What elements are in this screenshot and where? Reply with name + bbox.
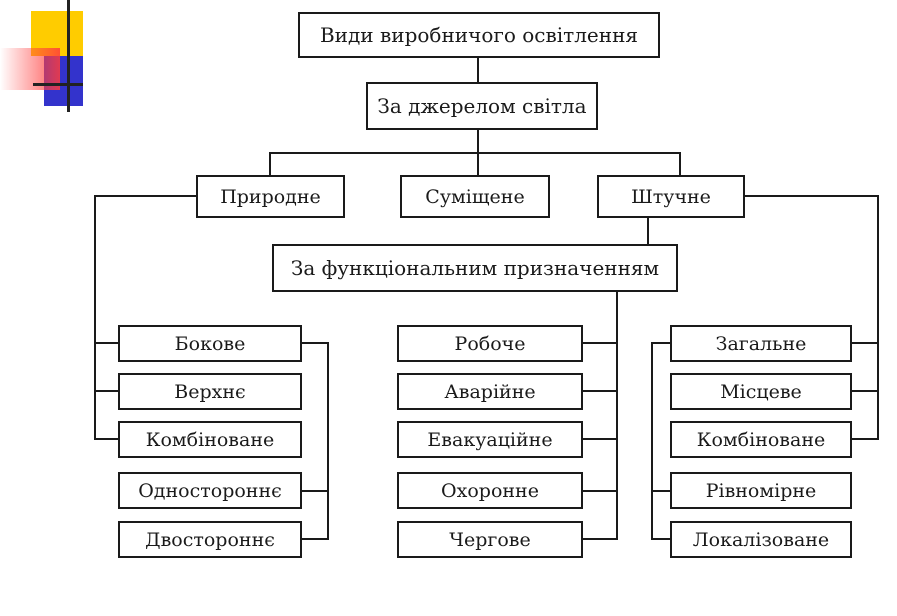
artificial-type-node: Локалізоване (670, 521, 852, 558)
source-criterion-node: За джерелом світла (366, 82, 598, 130)
mixed-node: Суміщене (400, 175, 550, 218)
slide-logo-decoration (0, 0, 90, 115)
connector-natural-bus (94, 195, 196, 440)
natural-type-node: Двостороннє (118, 521, 302, 558)
natural-node: Природне (196, 175, 345, 218)
connector-function-bus (583, 291, 618, 540)
artificial-type-node: Рівномірне (670, 472, 852, 509)
artificial-node: Штучне (597, 175, 745, 218)
function-type-node: Чергове (397, 521, 583, 558)
function-type-node: Евакуаційне (397, 421, 583, 458)
natural-type-node: Бокове (118, 325, 302, 362)
connector-source-bus (269, 152, 681, 175)
natural-type-node: Одностороннє (118, 472, 302, 509)
connector-artificial-general-bus (651, 342, 670, 540)
root-node: Види виробничого освітлення (298, 12, 660, 58)
function-type-node: Охоронне (397, 472, 583, 509)
function-criterion-node: За функціональним призначенням (272, 244, 678, 292)
artificial-type-node: Комбіноване (670, 421, 852, 458)
artificial-type-node: Загальне (670, 325, 852, 362)
connector-natural-side-bus (302, 342, 329, 540)
function-type-node: Робоче (397, 325, 583, 362)
natural-type-node: Комбіноване (118, 421, 302, 458)
function-type-node: Аварійне (397, 373, 583, 410)
natural-type-node: Верхнє (118, 373, 302, 410)
connector-artificial-bus (745, 195, 879, 440)
logo-vertical-line (67, 0, 70, 112)
artificial-type-node: Місцеве (670, 373, 852, 410)
logo-horizontal-line (33, 83, 83, 86)
